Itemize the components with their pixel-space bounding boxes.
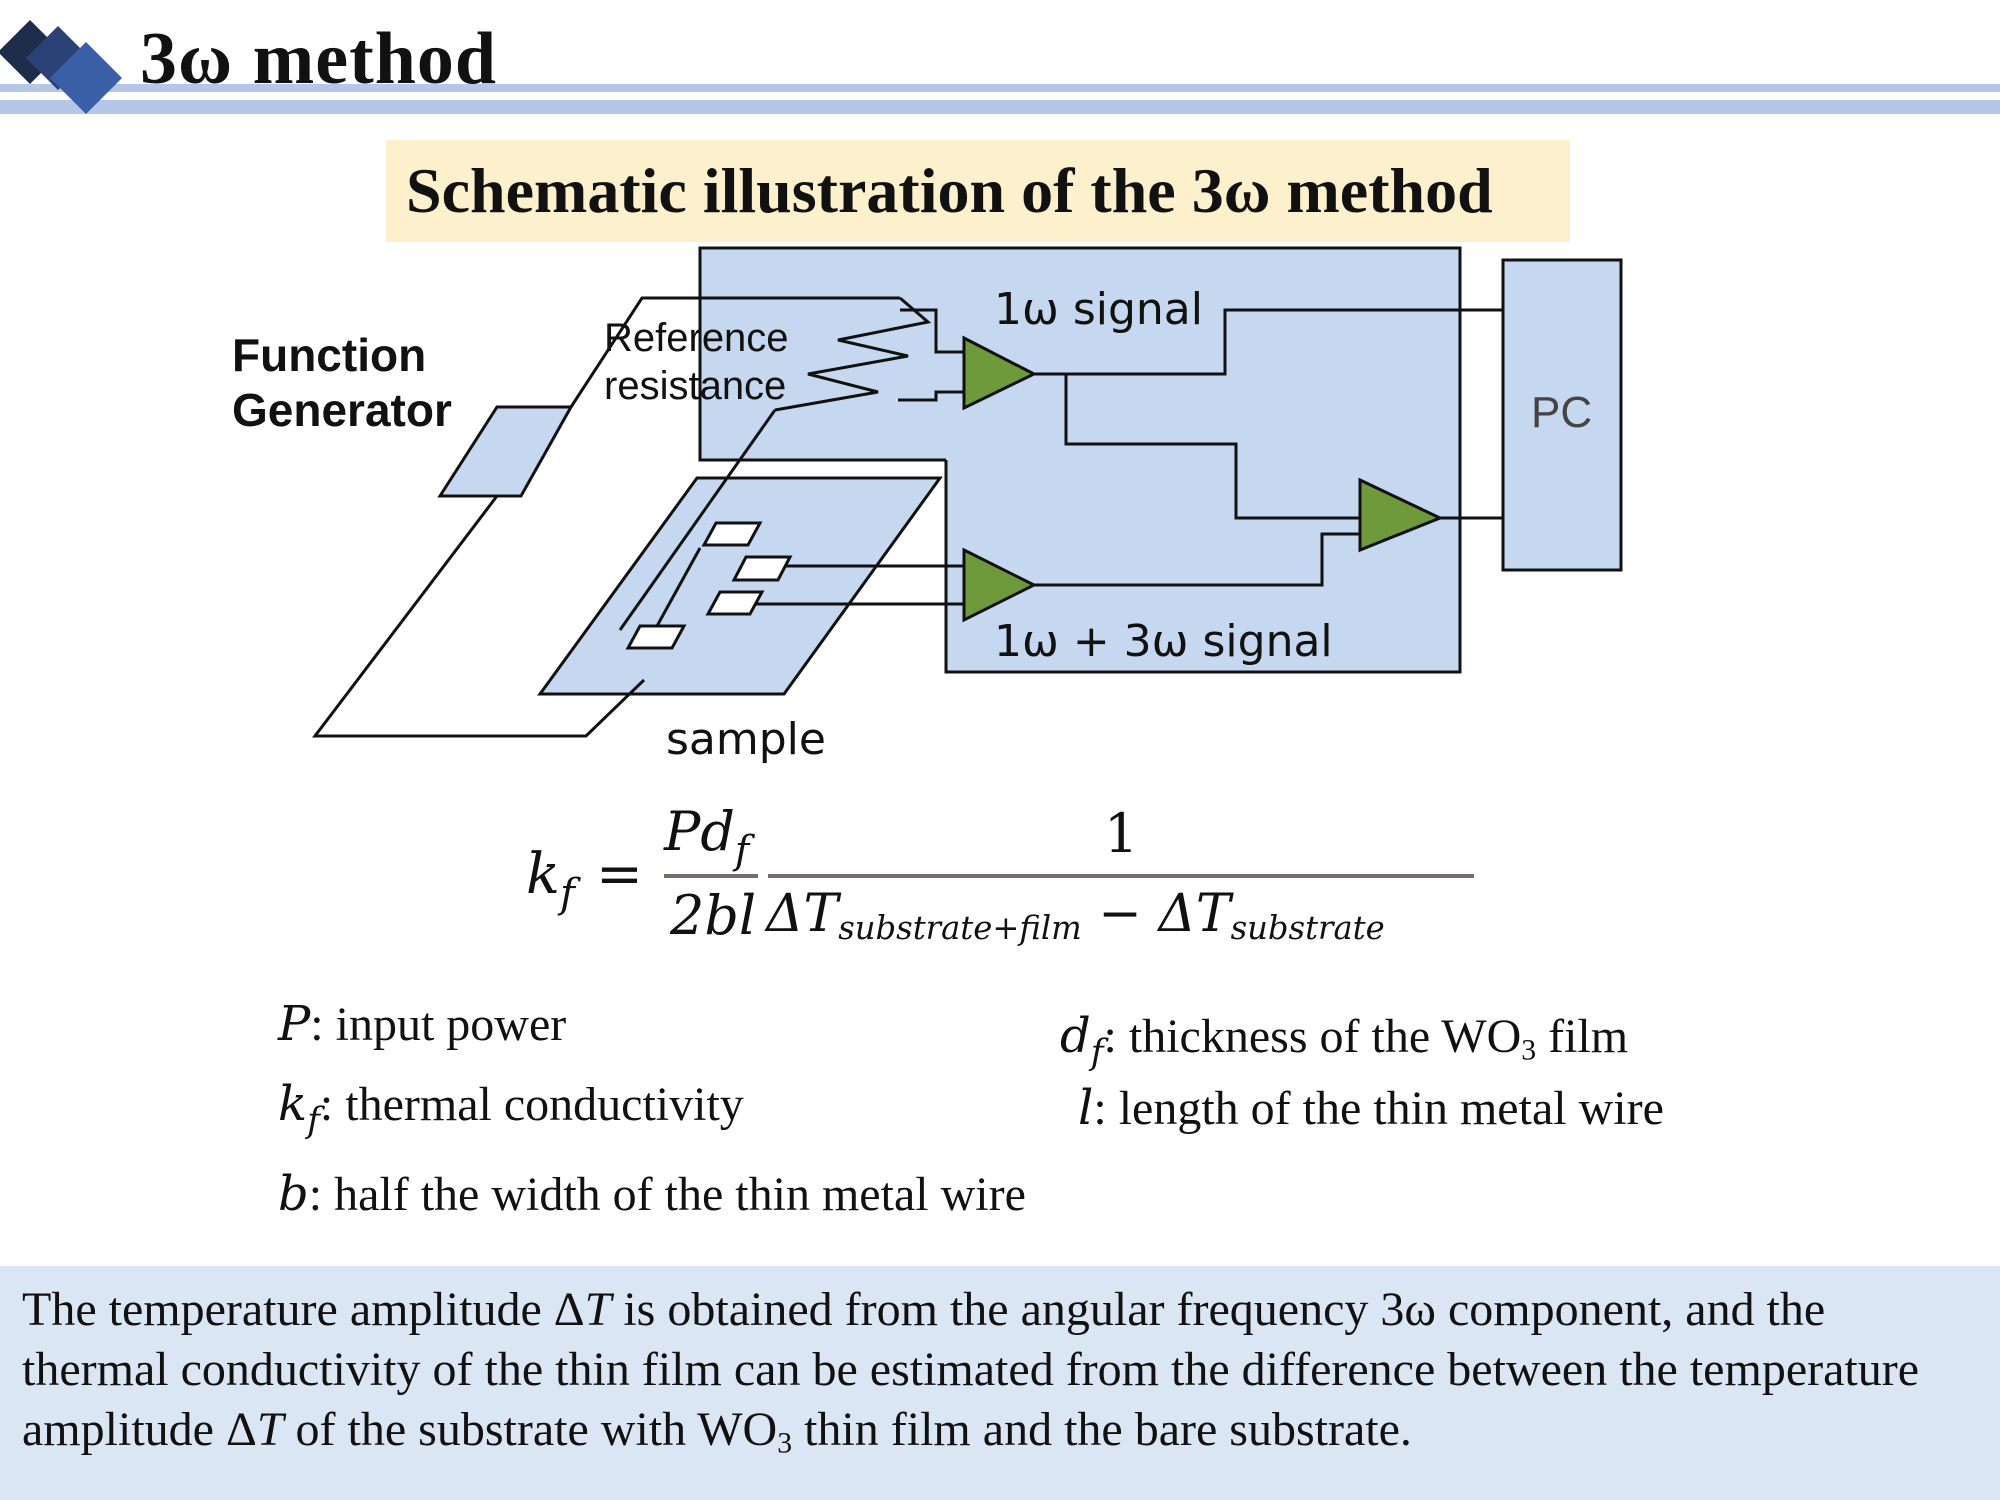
- formula-den2-minus: −: [1098, 884, 1142, 944]
- formula-den2-sub1: substrate+film: [838, 909, 1082, 948]
- sample-pad-4: [625, 624, 687, 650]
- reference-resistance-label: Reference resistance: [604, 314, 789, 410]
- formula-den2-b: ΔT: [1158, 884, 1231, 944]
- formula-num1-sub: f: [734, 828, 750, 874]
- function-generator-line2: Generator: [232, 384, 452, 437]
- definition-kf: kf: thermal conductivity: [278, 1080, 744, 1139]
- formula-lhs-symbol: k: [526, 842, 560, 907]
- definition-p-symbol: P: [278, 996, 311, 1052]
- definition-l: l: length of the thin metal wire: [1078, 1084, 1664, 1133]
- bottom-text-1: The temperature amplitude Δ: [22, 1283, 585, 1336]
- function-generator-label: Function Generator: [232, 328, 452, 438]
- formula-den1: 2bl: [670, 884, 757, 947]
- sample-pad-3: [705, 590, 765, 616]
- formula-den2-sub2: substrate: [1230, 909, 1385, 948]
- bottom-text-4: thin film and the bare substrate.: [792, 1403, 1412, 1456]
- loop-wire: [311, 495, 646, 738]
- sample-amp-out: [1034, 532, 1360, 587]
- bottom-text-1-t: T: [584, 1283, 612, 1336]
- diamond-icon-1: [0, 20, 62, 84]
- reference-line2: resistance: [604, 364, 787, 408]
- sample-label: sample: [666, 714, 826, 765]
- formula-equals: =: [596, 842, 643, 907]
- sample-pad-2: [731, 555, 793, 582]
- sample-pad-1: [701, 521, 763, 547]
- bottom-text-2: is obtained from the angular frequency 3…: [22, 1283, 1920, 1456]
- bottom-band: [0, 1266, 2000, 1500]
- definition-b-symbol: b: [278, 1166, 309, 1222]
- definition-l-symbol: l: [1078, 1080, 1094, 1136]
- definition-l-text: : length of the thin metal wire: [1093, 1082, 1664, 1135]
- ref-amp-out: [1034, 308, 1503, 376]
- definition-df-text-b: film: [1536, 1010, 1629, 1063]
- definition-df-text-a: : thickness of the WO: [1103, 1010, 1522, 1063]
- header-bar-top: [0, 84, 2000, 92]
- header-bar-bottom: [0, 100, 2000, 114]
- ref-lead-low: [618, 409, 777, 631]
- signal-1w-3w-label: 1ω + 3ω signal: [994, 616, 1333, 667]
- ref-to-diff: [1064, 374, 1360, 520]
- formula-den2: ΔTsubstrate+film − ΔTsubstrate: [766, 884, 1385, 947]
- bottom-text-3: of the substrate with WO: [283, 1403, 778, 1456]
- bottom-text-3-sub: 3: [777, 1426, 793, 1460]
- definition-b-text: : half the width of the thin metal wire: [308, 1168, 1026, 1221]
- reference-wire: [569, 296, 900, 408]
- formula-num1: Pdf: [664, 800, 749, 874]
- header-decoration: [0, 20, 2000, 114]
- definition-df: df: thickness of the WO3 film: [1060, 1012, 1628, 1071]
- reference-amplifier: [962, 335, 1038, 411]
- subtitle-background: [386, 140, 1570, 242]
- definition-df-text-sub: 3: [1521, 1033, 1537, 1067]
- function-generator-line1: Function: [232, 329, 427, 381]
- sample-amplifier: [962, 547, 1038, 623]
- fraction-bars: [664, 874, 1474, 878]
- function-generator-device: [437, 405, 574, 498]
- definition-p-text: : input power: [310, 998, 567, 1051]
- reference-line1: Reference: [604, 316, 789, 360]
- definition-df-symbol: d: [1060, 1008, 1091, 1064]
- definition-p: P: input power: [278, 1000, 566, 1049]
- reference-resistor: [774, 296, 932, 412]
- definition-df-sub: f: [1090, 1033, 1104, 1074]
- formula-lhs-sub: f: [559, 870, 575, 918]
- reference-box: [698, 246, 1462, 462]
- page-title: 3ω method: [140, 18, 498, 100]
- formula-num2: 1: [1104, 802, 1139, 865]
- diamond-icon-3: [50, 42, 122, 114]
- signal-1w-label: 1ω signal: [994, 284, 1203, 335]
- ref-amp-in-1: [900, 308, 964, 354]
- formula-lhs: kf: [526, 842, 575, 917]
- definition-kf-sub: f: [307, 1101, 320, 1142]
- definition-b: b: half the width of the thin metal wire: [278, 1170, 1026, 1219]
- schematic-diagram: [311, 246, 1623, 738]
- bottom-explanation: The temperature amplitude ΔT is obtained…: [22, 1280, 1982, 1473]
- ref-amp-in-2: [898, 390, 964, 402]
- differential-amplifier: [1358, 477, 1444, 553]
- measurement-box: [946, 440, 1460, 672]
- definition-kf-text: : thermal conductivity: [319, 1078, 744, 1131]
- pc-label: PC: [1531, 388, 1593, 437]
- pc-box: [1501, 258, 1623, 572]
- formula-num1-main: Pd: [664, 800, 735, 863]
- formula-den2-a: ΔT: [766, 884, 839, 944]
- subtitle: Schematic illustration of the 3ω method: [406, 155, 1493, 226]
- definition-kf-symbol: k: [278, 1076, 308, 1132]
- bottom-text-2-t: T: [256, 1403, 284, 1456]
